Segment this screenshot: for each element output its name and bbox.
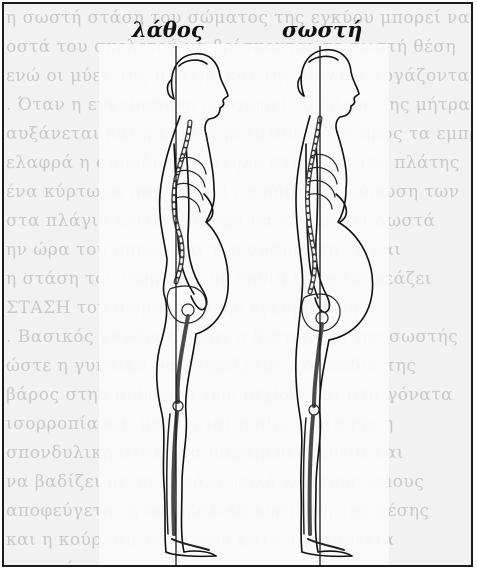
wrong-label: λάθος (132, 17, 204, 42)
correct-posture-figure (296, 50, 373, 557)
correct-label: σωστή (282, 17, 362, 42)
correct-posture-spine (302, 118, 344, 550)
posture-illustration (4, 4, 473, 567)
